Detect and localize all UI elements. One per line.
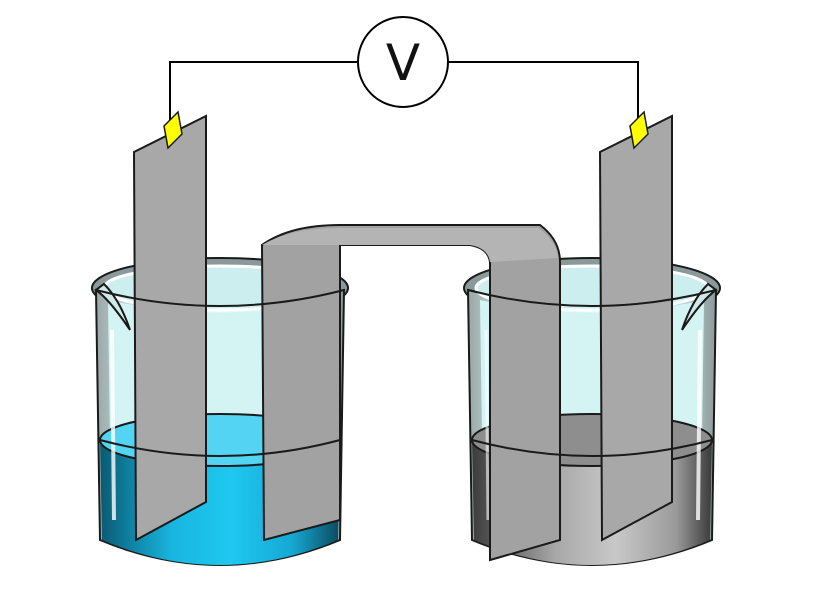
right-rim-front [467, 289, 717, 307]
left-beaker-spout [94, 282, 131, 331]
left-electrode-terminal [163, 110, 183, 150]
front-rim-lines [95, 289, 717, 457]
voltmeter-icon [357, 16, 449, 108]
right-electrode-plate [598, 114, 673, 542]
circuit-wires [169, 61, 639, 124]
right-beaker-highlight [696, 329, 702, 521]
right-electrode [598, 110, 673, 542]
salt-bridge-top-shade [262, 228, 558, 262]
left-electrode-plate [132, 114, 207, 542]
right-beaker-spout [681, 282, 718, 331]
voltmeter-label: V [386, 34, 420, 92]
left-electrode [132, 110, 207, 542]
right-electrode-terminal [629, 110, 649, 150]
left-beaker-highlight [110, 329, 116, 521]
right-wire [448, 61, 639, 124]
left-solution-front [99, 439, 341, 457]
salt-bridge [260, 224, 561, 562]
right-solution-front [471, 439, 713, 457]
salt-bridge-body [260, 224, 561, 562]
voltmeter: V [357, 16, 449, 108]
left-wire [169, 61, 358, 124]
left-rim-front [95, 289, 345, 307]
right-beaker-highlight-2 [484, 329, 490, 521]
